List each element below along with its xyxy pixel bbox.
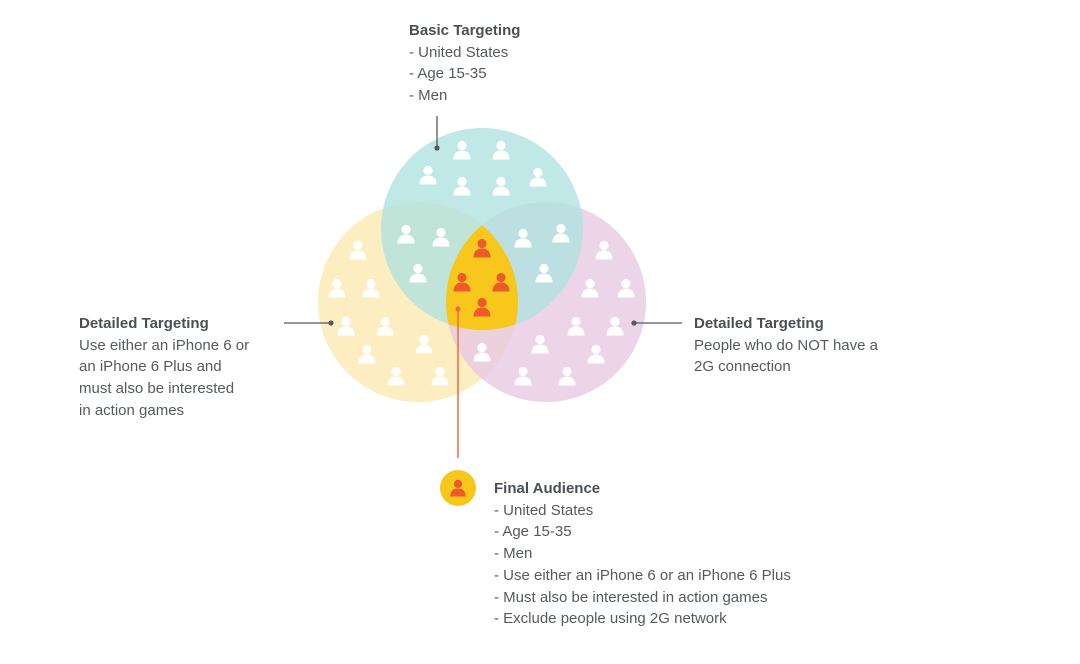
final-audience-badge — [440, 470, 476, 506]
basic-targeting-line: - Men — [409, 87, 448, 105]
detailed-left-line: Use either an iPhone 6 or — [79, 336, 250, 354]
detailed-left-line: must also be interested — [79, 380, 235, 398]
basic-targeting-label: Basic Targeting - United States - Age 15… — [409, 20, 520, 107]
final-audience-line: - Use either an iPhone 6 or an iPhone 6 … — [494, 566, 791, 584]
detailed-right-line: People who do NOT have a — [694, 336, 879, 354]
detailed-left-title: Detailed Targeting — [79, 315, 209, 332]
detailed-right-line: 2G connection — [694, 358, 791, 376]
detailed-left-connector-dot — [328, 320, 334, 326]
basic-targeting-line: - Age 15-35 — [409, 65, 487, 83]
final-audience-line: - Age 15-35 — [494, 523, 572, 541]
detailed-right-title: Detailed Targeting — [694, 315, 824, 332]
basic-targeting-connector-dot — [434, 145, 440, 151]
final-audience-line: - Must also be interested in action game… — [494, 588, 768, 606]
detailed-right-connector-dot — [631, 320, 637, 326]
basic-targeting-title: Basic Targeting — [409, 22, 521, 39]
final-audience-label: Final Audience - United States - Age 15-… — [494, 478, 791, 630]
detailed-targeting-right-label: Detailed Targeting People who do NOT hav… — [694, 313, 878, 378]
final-audience-line: - Men — [494, 545, 533, 563]
final-audience-connector-dot — [455, 306, 461, 312]
connectors — [284, 116, 682, 458]
basic-targeting-line: - United States — [409, 43, 509, 61]
final-audience-line: - United States — [494, 501, 594, 519]
detailed-left-line: an iPhone 6 Plus and — [79, 358, 222, 376]
final-audience-overlap — [446, 202, 518, 330]
final-audience-line: - Exclude people using 2G network — [494, 610, 727, 628]
detailed-left-line: in action games — [79, 401, 185, 419]
detailed-targeting-left-label: Detailed Targeting Use either an iPhone … — [79, 313, 249, 422]
final-audience-title: Final Audience — [494, 480, 601, 497]
